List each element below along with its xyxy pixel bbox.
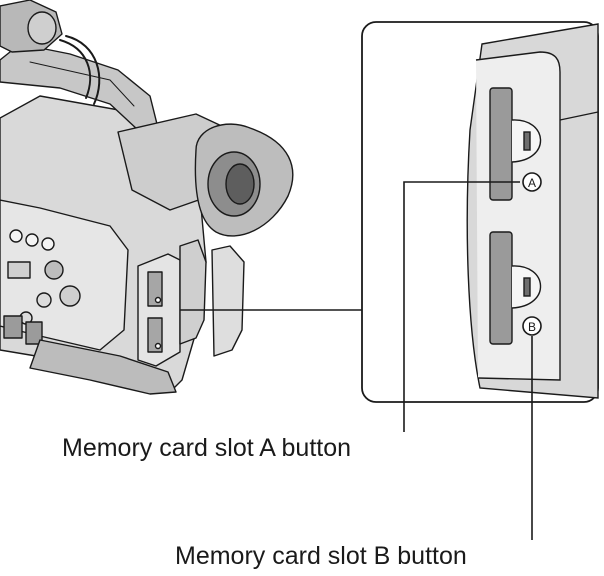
memory-card-slot-a xyxy=(489,87,542,201)
detail-inset: A B xyxy=(361,21,599,403)
slot-b-button: B xyxy=(522,316,542,336)
leader-line-slot-a xyxy=(403,181,520,432)
slot-a-button-label: Memory card slot A button xyxy=(62,434,352,462)
slot-b-button-label: Memory card slot B button xyxy=(175,542,467,570)
slot-a-button: A xyxy=(522,172,542,192)
slot-a-button-letter: A xyxy=(528,176,536,190)
slot-b-button-letter: B xyxy=(528,320,536,334)
camcorder-illustration xyxy=(0,0,294,395)
camcorder-lower-body xyxy=(29,339,177,395)
memory-card-slot-b xyxy=(489,231,542,345)
